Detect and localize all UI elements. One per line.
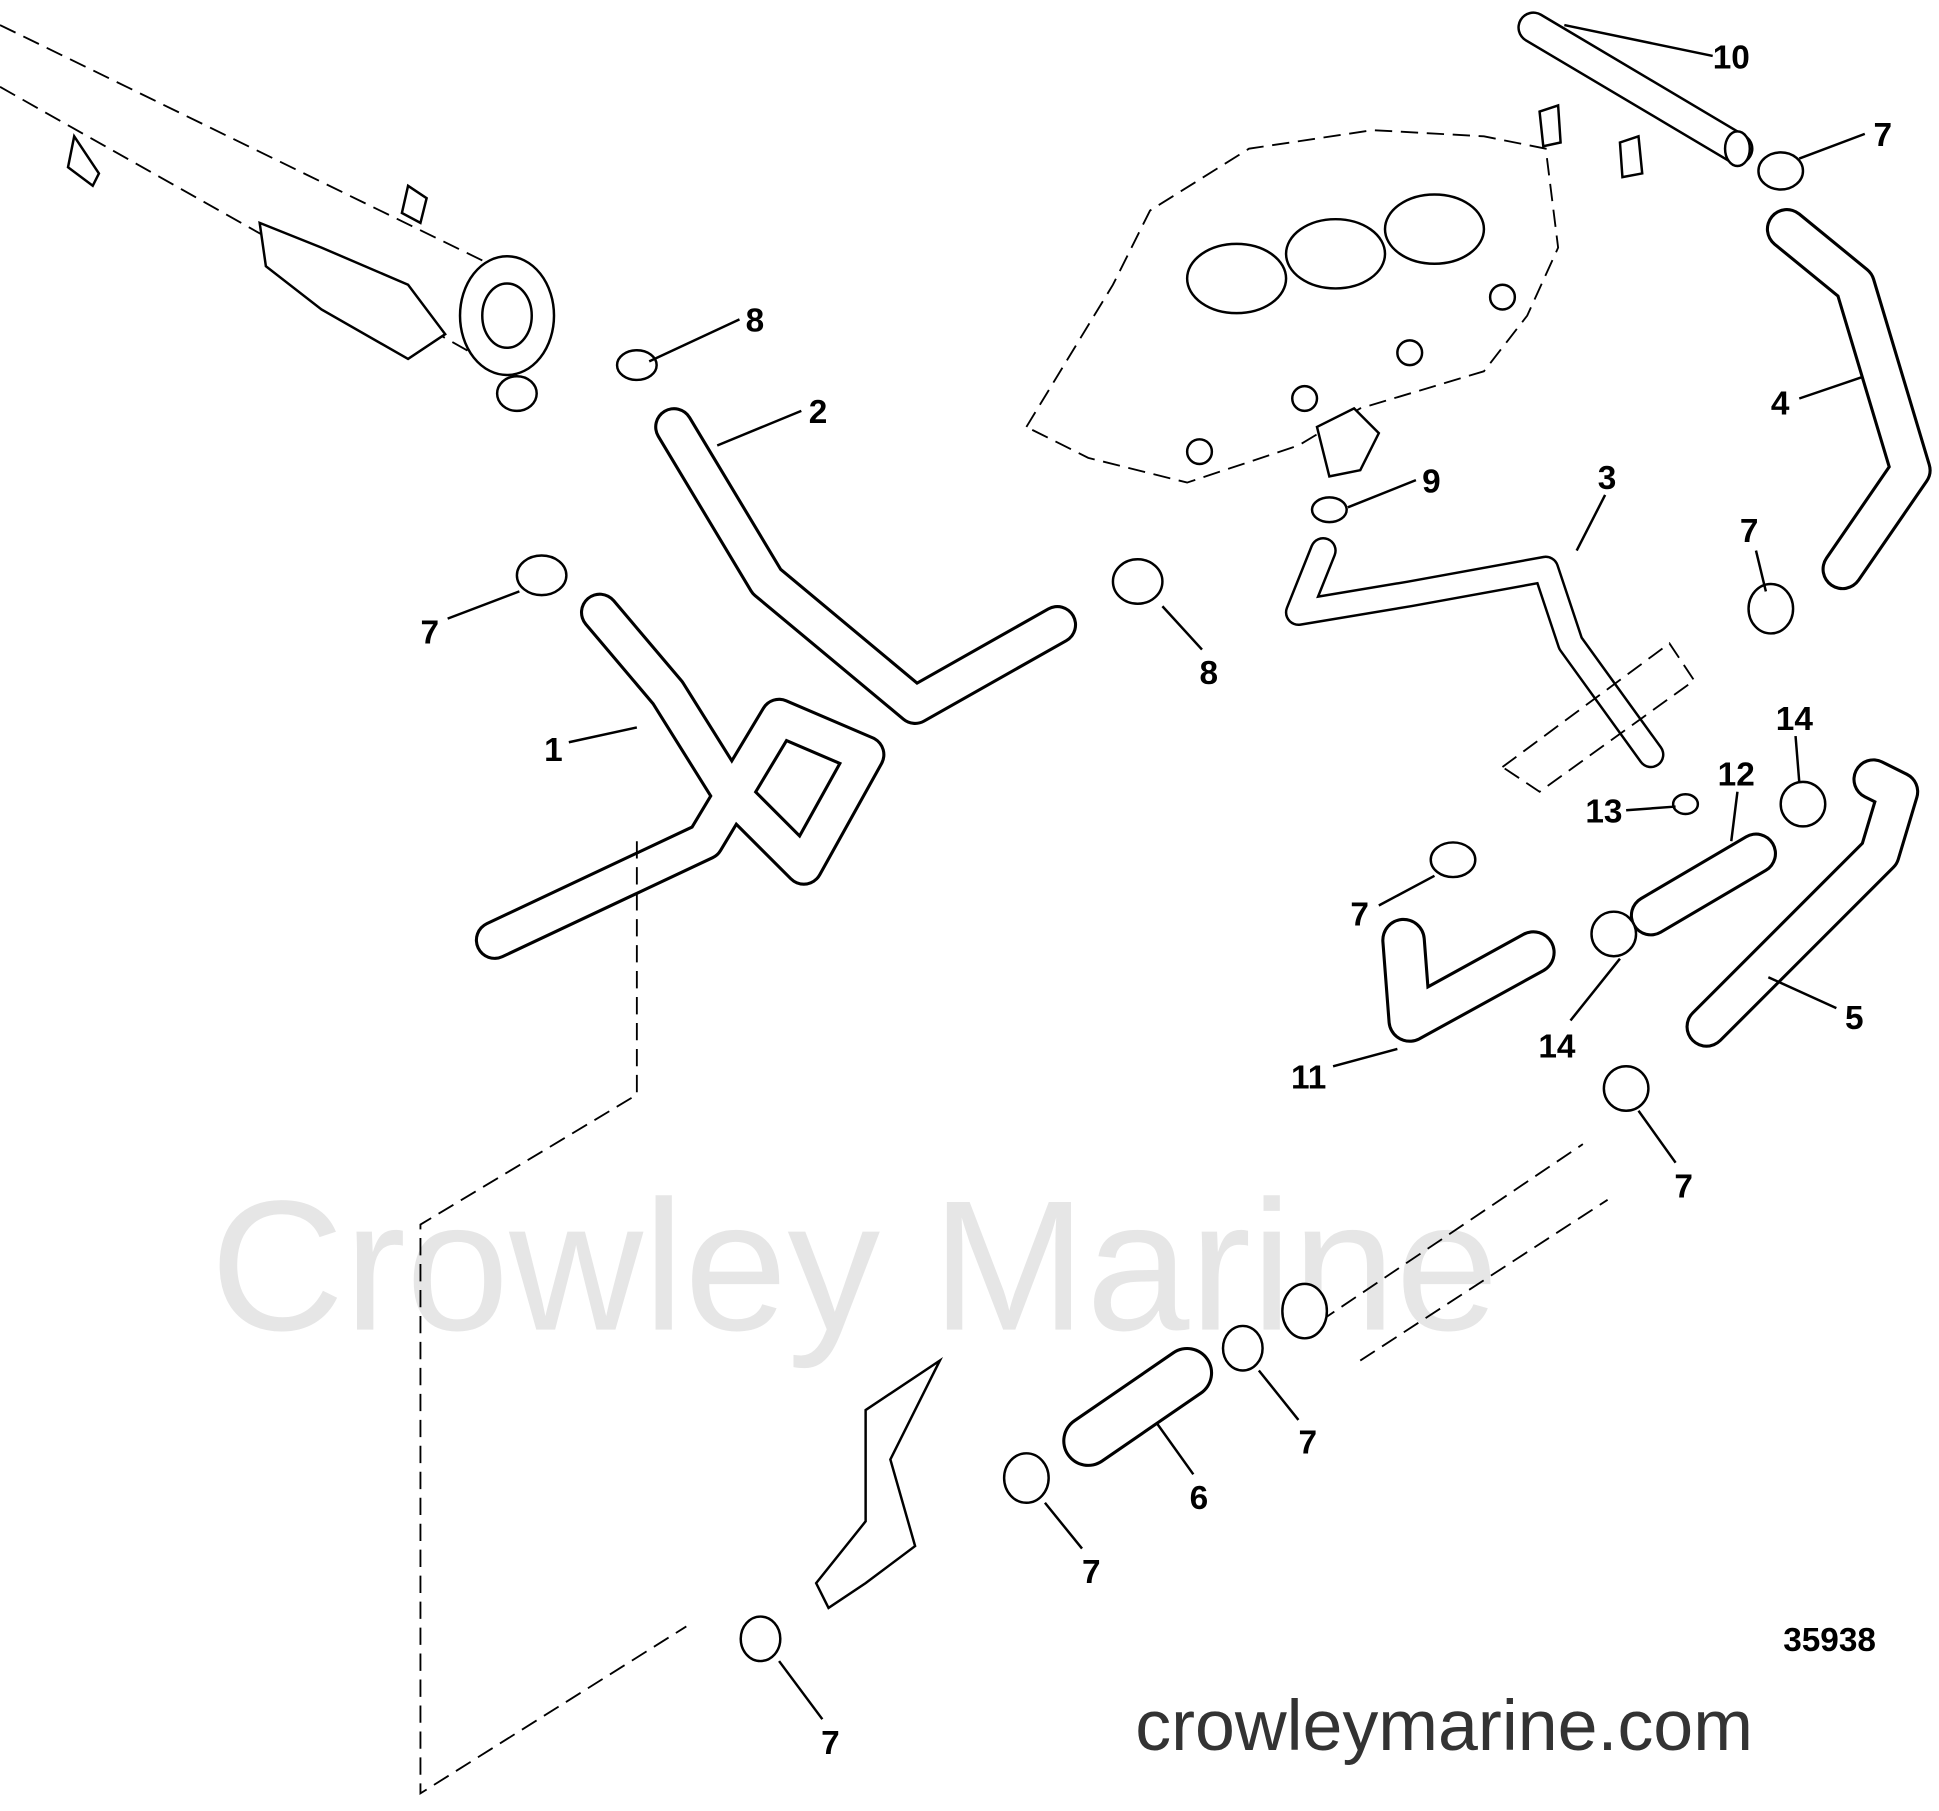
callout-6: 6 xyxy=(1190,1480,1209,1517)
part-10-pipe xyxy=(1517,11,1754,179)
figure-number: 35938 xyxy=(1783,1622,1876,1659)
callout-3: 3 xyxy=(1598,460,1617,497)
callout-14: 14 xyxy=(1538,1029,1576,1066)
exhaust-manifold xyxy=(1025,129,1560,484)
website-watermark: crowleymarine.com xyxy=(1135,1686,1753,1766)
hoses xyxy=(419,208,1932,1796)
heat-exchanger xyxy=(0,24,556,413)
callout-7: 7 xyxy=(1082,1554,1101,1591)
callout-4: 4 xyxy=(1771,386,1790,423)
callout-2: 2 xyxy=(809,394,828,431)
callout-5: 5 xyxy=(1845,1000,1864,1037)
callout-13: 13 xyxy=(1585,794,1622,831)
watermark: Crowley Marine xyxy=(210,1163,1498,1370)
hose-1 xyxy=(474,592,886,960)
callout-7: 7 xyxy=(1298,1424,1317,1461)
hose-3 xyxy=(1284,536,1665,769)
callout-7: 7 xyxy=(1740,513,1759,550)
callout-7: 7 xyxy=(1873,117,1892,154)
callout-12: 12 xyxy=(1718,757,1755,794)
callout-14: 14 xyxy=(1776,701,1814,738)
callout-7: 7 xyxy=(1674,1168,1693,1205)
drain-valve xyxy=(814,1356,944,1610)
callout-1: 1 xyxy=(544,732,563,769)
callout-10: 10 xyxy=(1713,39,1750,76)
callout-7: 7 xyxy=(1350,896,1369,933)
hose-11 xyxy=(1381,917,1556,1043)
callout-8: 8 xyxy=(746,303,765,340)
hose-6 xyxy=(1062,1346,1214,1467)
fitting-12 xyxy=(1629,832,1778,937)
callout-labels: 10 7 8 2 4 3 9 7 7 8 1 14 12 13 7 14 5 1… xyxy=(420,39,1892,1761)
callout-9: 9 xyxy=(1422,463,1441,500)
hose-5 xyxy=(1685,758,1920,1048)
hose-4 xyxy=(1765,208,1932,591)
thermostat-housing xyxy=(1500,642,1696,793)
hose-2 xyxy=(654,407,1078,725)
callout-11: 11 xyxy=(1291,1060,1326,1097)
callout-8: 8 xyxy=(1200,655,1219,692)
leader-lines xyxy=(447,23,1866,1720)
clamps xyxy=(515,151,1827,1663)
callout-7: 7 xyxy=(821,1725,840,1762)
callout-7: 7 xyxy=(420,614,439,651)
water-tube xyxy=(1281,1143,1609,1362)
